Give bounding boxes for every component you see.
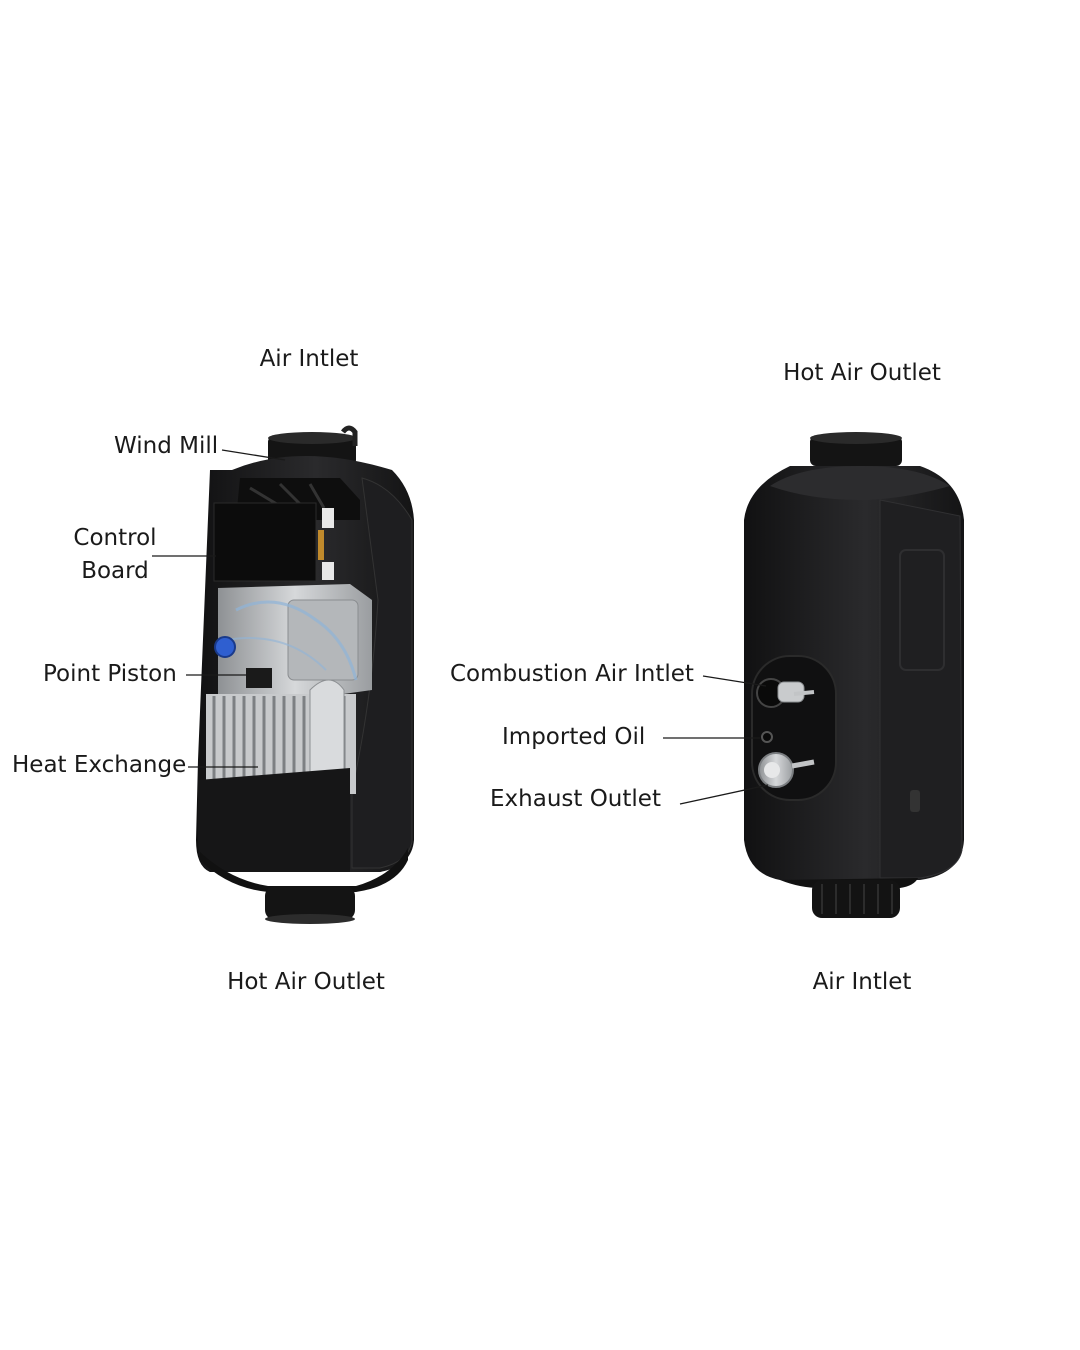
left-bottom-duct <box>265 886 355 920</box>
right-top-label: Hot Air Outlet <box>783 360 941 386</box>
left-bottom-label: Hot Air Outlet <box>227 969 385 995</box>
imported-oil-label: Imported Oil <box>502 724 646 750</box>
combustion-air-inlet-label: Combustion Air Intlet <box>450 661 694 687</box>
left-heater-unit <box>196 425 414 924</box>
point-piston-blue <box>214 636 236 658</box>
imported-oil-port <box>761 731 773 743</box>
exhaust-outlet-label: Exhaust Outlet <box>490 786 661 812</box>
right-bottom-duct <box>812 880 900 918</box>
leader-exhaust-outlet <box>679 784 769 805</box>
point-piston-label: Point Piston <box>43 661 177 687</box>
control-board-box <box>213 502 317 582</box>
wind-mill-label: Wind Mill <box>114 433 219 459</box>
right-top-duct <box>810 436 902 466</box>
callout-lines <box>152 449 769 805</box>
heat-exchanger-fins <box>206 679 356 794</box>
right-bottom-label: Air Intlet <box>812 969 912 995</box>
control-board-label: Control Board <box>73 525 157 585</box>
left-top-label: Air Intlet <box>259 346 359 372</box>
leader-wind-mill <box>221 449 286 461</box>
leader-combustion-air-inlet <box>702 675 767 687</box>
right-heater-unit <box>744 432 964 918</box>
heat-exchange-label: Heat Exchange <box>12 752 187 778</box>
